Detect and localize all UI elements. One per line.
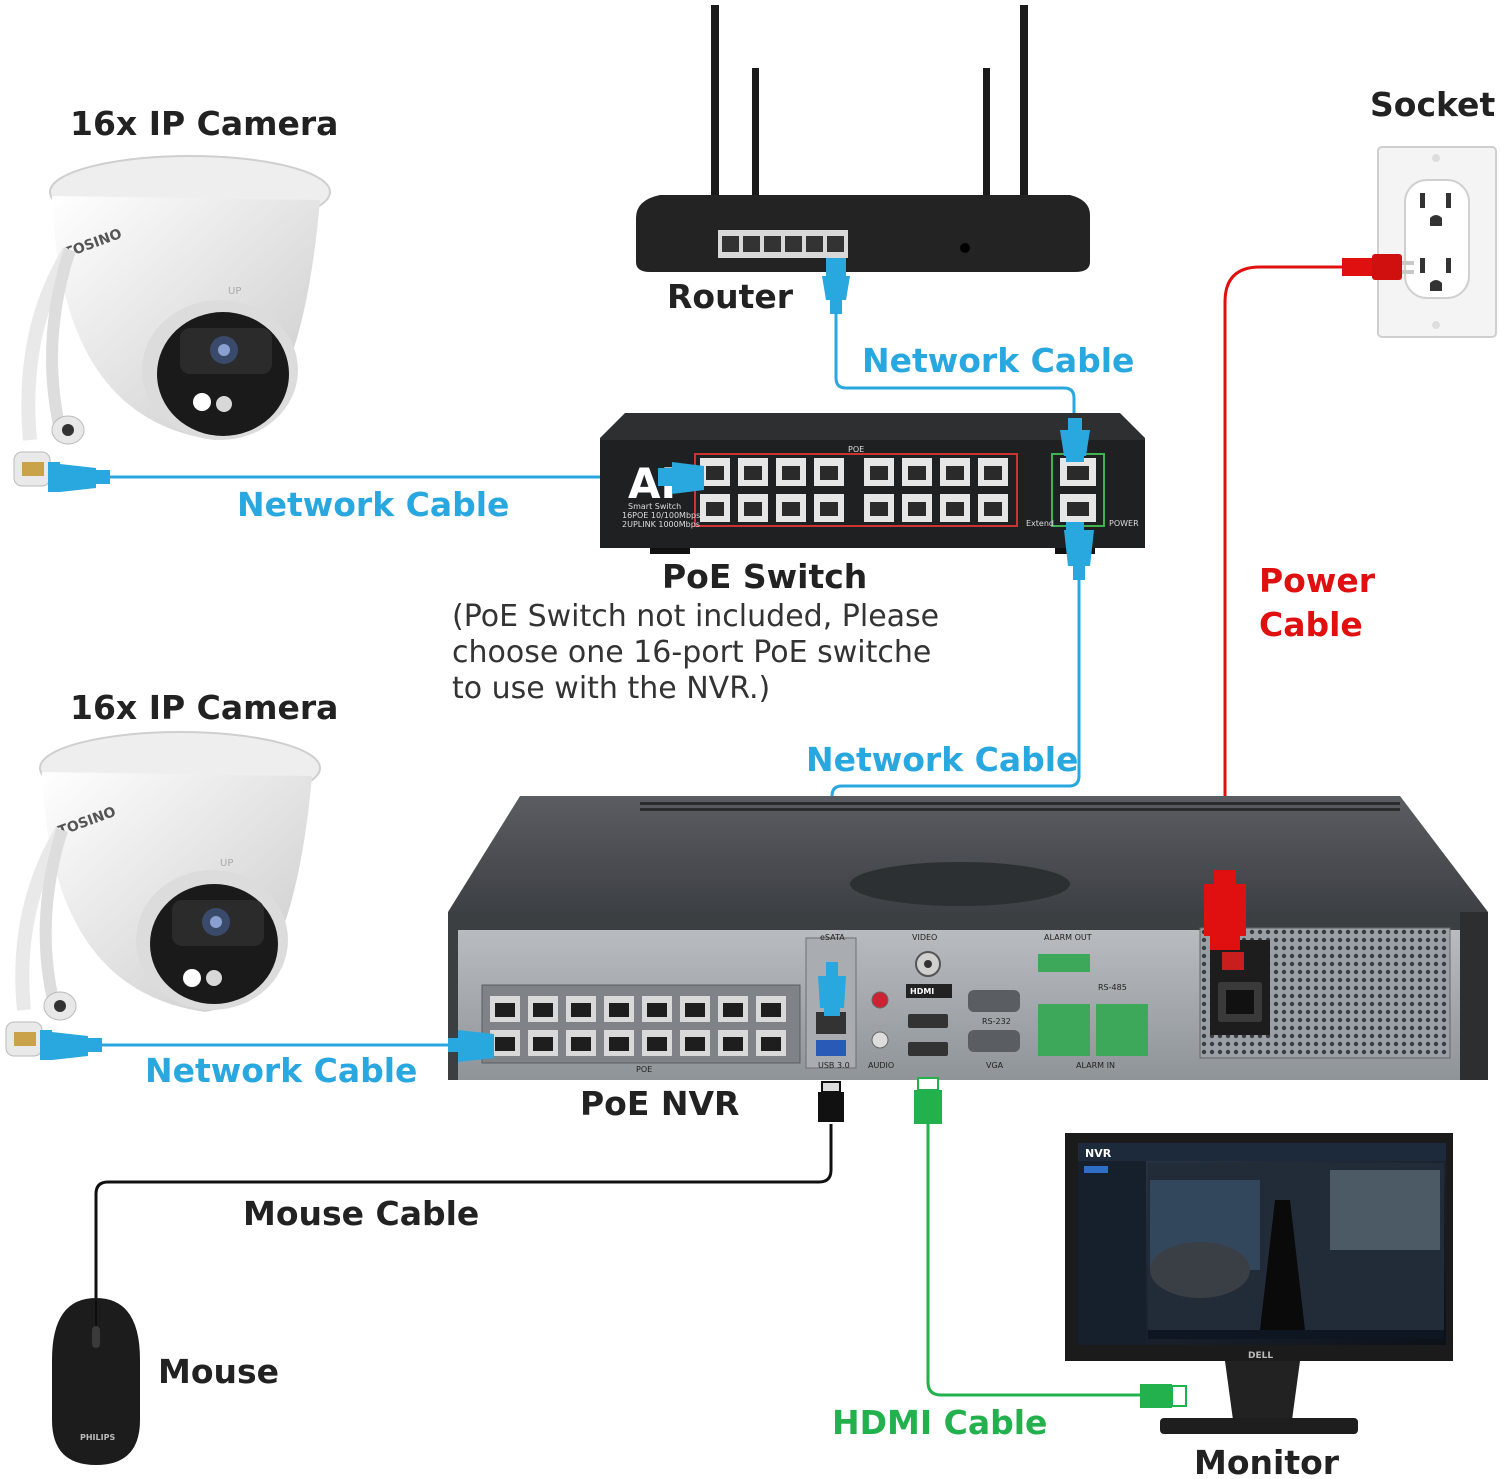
rj45-connector-icon <box>448 1030 494 1062</box>
nvr-label-audio: AUDIO <box>868 1061 894 1070</box>
nvr-label-rs485: RS-485 <box>1098 983 1127 992</box>
rj45-connector-icon <box>658 462 704 494</box>
label-power-cable-1: Power <box>1259 561 1376 600</box>
monitor-brand: DELL <box>1248 1351 1273 1361</box>
ip-camera-icon <box>39 731 321 1012</box>
label-mouse: Mouse <box>158 1352 279 1391</box>
label-poe-nvr: PoE NVR <box>580 1084 739 1123</box>
router <box>636 5 1090 272</box>
rj45-connector-icon <box>1064 522 1094 580</box>
nvr-label-rs232: RS-232 <box>982 1017 1011 1026</box>
mouse-icon <box>52 1298 140 1465</box>
label-network-cable-nvr: Network Cable <box>806 740 1078 779</box>
label-network-cable-camera-top: Network Cable <box>237 485 509 524</box>
label-power-cable-2: Cable <box>1259 605 1363 644</box>
router-antenna <box>1020 5 1028 205</box>
router-antenna <box>711 5 719 205</box>
connectors <box>40 258 1246 1408</box>
rj45-connector-icon <box>818 962 846 1016</box>
label-network-cable-router: Network Cable <box>862 341 1134 380</box>
hdmi-cable <box>926 1124 1142 1397</box>
ip-camera-icon <box>49 155 331 440</box>
hdmi-plug-icon <box>914 1077 942 1124</box>
nvr-label-poe: POE <box>636 1065 652 1074</box>
mouse-brand: PHILIPS <box>80 1433 115 1442</box>
rj45-connector-icon <box>1060 418 1090 462</box>
monitor-screen-title: NVR <box>1085 1147 1112 1160</box>
usb-plug-icon <box>818 1081 844 1122</box>
monitor: NVR DELL <box>1065 1133 1453 1434</box>
label-mouse-cable: Mouse Cable <box>243 1194 479 1233</box>
camera-up-mark: UP <box>220 858 233 869</box>
label-camera-top: 16x IP Camera <box>70 104 338 143</box>
switch-extend-label: Extend <box>1026 519 1054 528</box>
socket <box>1377 146 1497 338</box>
hdmi-plug-icon <box>1140 1384 1187 1408</box>
nvr-label-usb: USB 3.0 <box>818 1061 850 1070</box>
switch-subtitle-1: Smart Switch <box>628 502 681 511</box>
label-poe-switch-note-3: to use with the NVR.) <box>452 671 770 706</box>
switch-power-label: POWER <box>1109 519 1139 528</box>
power-plug-icon <box>1342 254 1414 280</box>
nvr-label-hdmi: HDMI <box>910 987 934 996</box>
network-cable-switch-nvr <box>830 578 1081 972</box>
label-router: Router <box>667 277 794 316</box>
camera-up-mark: UP <box>228 286 241 297</box>
label-poe-switch: PoE Switch <box>662 557 867 596</box>
power-cable <box>1223 265 1342 872</box>
nvr-label-video: VIDEO <box>912 933 937 942</box>
rj45-connector-icon <box>40 1030 102 1060</box>
router-antenna <box>752 68 759 208</box>
switch-poe-label: POE <box>848 445 864 454</box>
label-hdmi-cable: HDMI Cable <box>832 1403 1047 1442</box>
nvr-label-esata: eSATA <box>820 933 845 942</box>
mouse-cable <box>94 1124 833 1300</box>
poe-nvr: POE eSATA USB 3.0 AUDIO VIDEO HDMI RS-23… <box>448 796 1488 1080</box>
network-cable-router-switch <box>834 312 1076 420</box>
switch-subtitle-2: 16POE 10/100Mbps <box>622 511 700 520</box>
ip-camera-bottom: TOSINO UP <box>5 731 321 1057</box>
cables <box>94 265 1342 1397</box>
router-antenna <box>983 68 990 208</box>
router-icon <box>636 195 1090 272</box>
rj45-connector-icon <box>822 258 850 314</box>
mouse-device: PHILIPS <box>52 1298 140 1465</box>
label-network-cable-camera-bottom: Network Cable <box>145 1051 417 1090</box>
label-camera-bottom: 16x IP Camera <box>70 688 338 727</box>
label-monitor: Monitor <box>1194 1443 1340 1479</box>
labels: 16x IP Camera Router Socket Network Cabl… <box>70 85 1495 1479</box>
nvr-label-alarm-in: ALARM IN <box>1076 1061 1115 1070</box>
nvr-label-vga: VGA <box>986 1061 1004 1070</box>
label-poe-switch-note-2: choose one 16-port PoE switche <box>452 635 931 670</box>
ip-camera-top: TOSINO UP <box>13 155 331 487</box>
poe-switch: AI Smart Switch 16POE 10/100Mbps 2UPLINK… <box>600 413 1145 554</box>
label-socket: Socket <box>1370 85 1495 124</box>
nvr-label-alarm-out: ALARM OUT <box>1044 933 1092 942</box>
power-plug-icon <box>1204 870 1246 950</box>
rj45-connector-icon <box>48 462 110 492</box>
switch-subtitle-3: 2UPLINK 1000Mbps <box>622 520 700 529</box>
label-poe-switch-note-1: (PoE Switch not included, Please <box>452 599 939 634</box>
